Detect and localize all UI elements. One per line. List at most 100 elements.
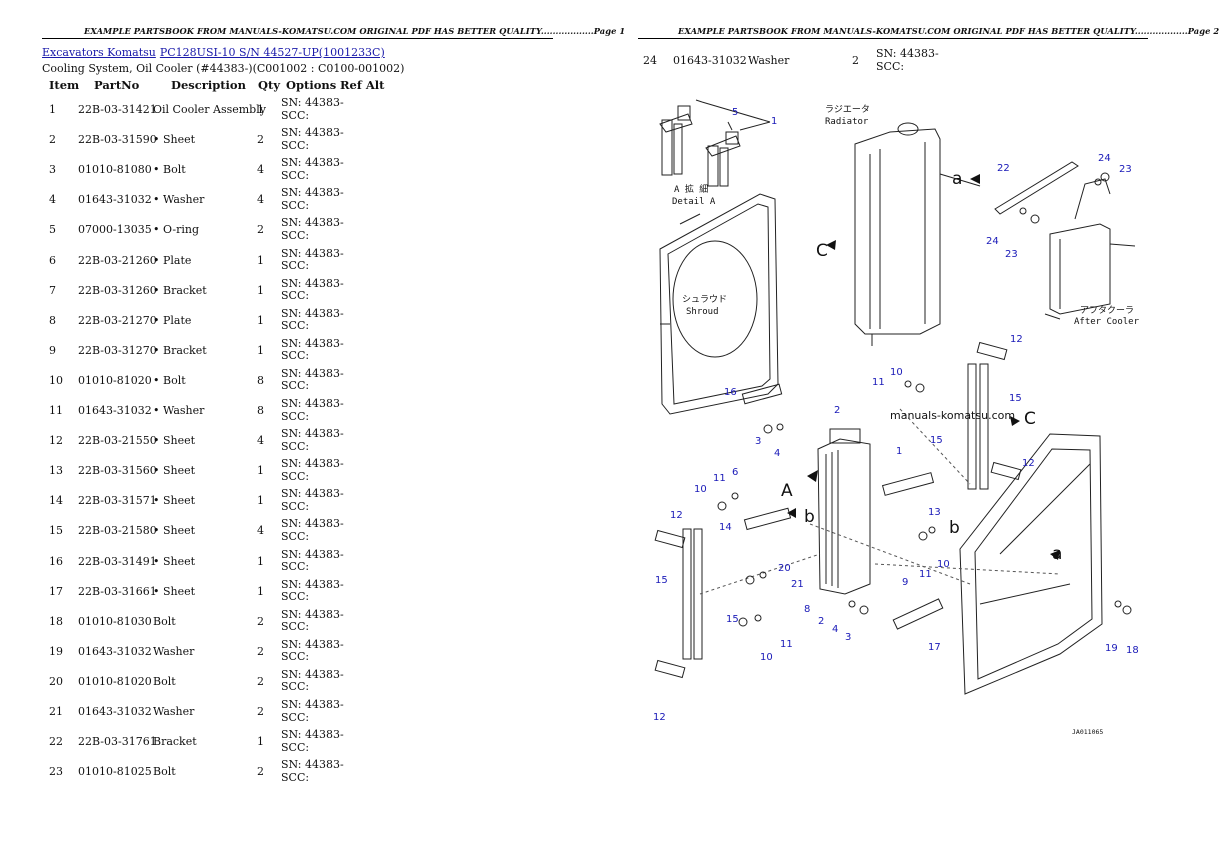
description-cell: Bolt — [153, 614, 176, 628]
qty-cell: 2 — [257, 644, 264, 658]
callout-9: 9 — [902, 577, 908, 588]
detail-a-label-jp: A 拡 細 — [674, 183, 708, 195]
shroud-label-jp: シュラウド — [682, 294, 727, 305]
options-cell: SN: 44383-SCC: — [281, 637, 344, 664]
callout-15-bottom: 15 — [726, 614, 739, 625]
item-cell: 10 — [49, 373, 63, 387]
item-cell: 20 — [49, 674, 63, 688]
partno-cell: 01010-81020 — [78, 674, 152, 688]
sheet-15-right-a — [967, 363, 977, 490]
arrow-c-right — [1010, 416, 1020, 426]
item-cell: 14 — [49, 494, 63, 508]
callout-5: 5 — [732, 107, 738, 118]
callout-15-left: 15 — [655, 575, 668, 586]
sheet-16 — [741, 383, 783, 405]
partno-cell: 01643-31032 — [78, 644, 152, 658]
view-letter-b-right: b — [949, 518, 960, 538]
qty-cell: 1 — [257, 313, 264, 327]
breadcrumb-model-link[interactable]: PC128USI-10 S/N 44527-UP(1001233C) — [159, 46, 385, 59]
partno-cell: 01643-31032 — [78, 705, 152, 718]
item-cell: 22 — [49, 735, 63, 749]
item-cell: 6 — [49, 253, 56, 267]
page2-qty: 2 — [852, 54, 859, 67]
options-cell: SN: 44383-SCC: — [281, 216, 344, 242]
aftercooler-label-en: After Cooler — [1074, 317, 1140, 327]
table-row: 10 01010-81020• Bolt 8 SN: 44383-SCC: — [0, 367, 560, 404]
callout-10-top: 10 — [890, 367, 903, 378]
callout-15-right-top: 15 — [1009, 393, 1022, 404]
qty-cell: 4 — [257, 524, 264, 538]
shroud-drawing — [659, 193, 779, 415]
partno-cell: 22B-03-31590 — [78, 133, 157, 147]
partno-cell: 22B-03-31571 — [78, 494, 157, 508]
description-cell: Bolt — [153, 674, 176, 688]
sheet-14 — [743, 507, 792, 531]
qty-cell: 8 — [257, 373, 264, 387]
description-cell: • Sheet — [153, 554, 196, 568]
description-cell: • Bolt — [153, 163, 186, 177]
sheet-13 — [881, 472, 935, 496]
page2-item: 24 — [643, 54, 657, 67]
arrow-c-left — [826, 240, 836, 250]
qty-cell: 4 — [257, 434, 264, 448]
callout-8: 8 — [804, 604, 810, 615]
callout-3-bottom: 3 — [845, 632, 851, 643]
callout-3-left: 3 — [755, 436, 761, 447]
callout-2-top: 2 — [834, 405, 840, 416]
callout-20: 20 — [778, 563, 791, 574]
callout-2-bottom: 2 — [818, 616, 824, 627]
qty-cell: 1 — [257, 584, 264, 598]
options-cell: SN: 44383-SCC: — [281, 366, 344, 393]
description-cell: Bracket — [153, 735, 197, 749]
item-cell: 21 — [49, 705, 63, 718]
partno-cell: 22B-03-21550 — [78, 434, 157, 448]
detail-a-label-en: Detail A — [672, 197, 716, 207]
callout-12-left: 12 — [670, 510, 683, 521]
view-letter-a-top: a — [952, 169, 962, 189]
sheet-12-c — [976, 341, 1008, 361]
partno-cell: 01010-81020 — [78, 373, 152, 387]
page2-options: SN: 44383-SCC: — [876, 47, 939, 73]
item-cell: 13 — [49, 464, 63, 478]
item-cell: 19 — [49, 644, 63, 658]
column-header-refalt: Ref Alt — [340, 78, 385, 92]
description-cell: • Bolt — [153, 373, 186, 387]
description-cell: • Plate — [153, 253, 192, 267]
callout-10-right: 10 — [937, 559, 950, 570]
radiator-drawing — [854, 122, 941, 346]
bracket-22 — [994, 161, 1079, 215]
description-cell: Washer — [153, 705, 195, 718]
qty-cell: 4 — [257, 193, 264, 207]
item-cell: 2 — [49, 133, 56, 147]
description-cell: • Sheet — [153, 133, 196, 147]
callout-16: 16 — [724, 387, 737, 398]
description-cell: Oil Cooler Assembly — [153, 103, 266, 116]
breadcrumb-category-link[interactable]: Excavators Komatsu — [42, 46, 156, 59]
arrow-a-frame — [1050, 550, 1060, 560]
sheet-12-b — [654, 659, 686, 679]
view-letter-a-frame: a — [1052, 544, 1062, 564]
callout-6: 6 — [732, 467, 738, 478]
options-cell: SN: 44383-SCC: — [281, 126, 344, 152]
callout-1: 1 — [896, 446, 902, 457]
partno-cell: 22B-03-21260 — [78, 253, 157, 267]
qty-cell: 1 — [257, 735, 264, 749]
item-cell: 5 — [49, 223, 56, 237]
partno-cell: 22B-03-31270 — [78, 343, 157, 357]
radiator-label-jp: ラジエータ — [825, 104, 870, 115]
page2-partno: 01643-31032 — [673, 54, 747, 67]
sheet-15-right-b — [979, 363, 989, 490]
qty-cell: 8 — [257, 404, 264, 417]
description-cell: • Washer — [153, 404, 205, 417]
options-cell: SN: 44383-SCC: — [281, 276, 344, 303]
